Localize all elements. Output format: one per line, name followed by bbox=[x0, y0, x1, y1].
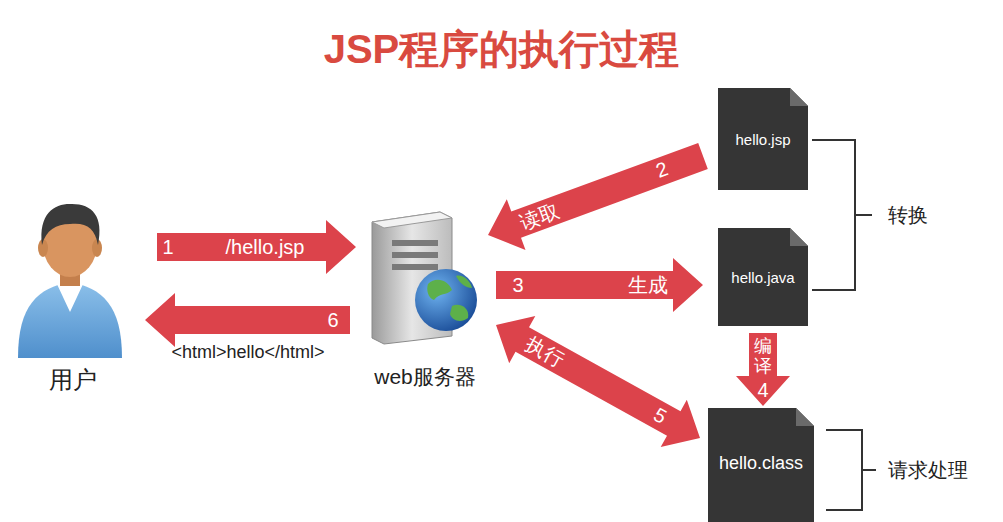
callout-number: 1 bbox=[162, 236, 173, 259]
document-node: hello.class bbox=[708, 408, 814, 522]
callout-number: 6 bbox=[327, 309, 338, 332]
actor-node: 用户 bbox=[15, 195, 130, 400]
edge-label: <html>hello</html> bbox=[171, 342, 324, 363]
bracket-label: 转换 bbox=[888, 202, 928, 229]
edge-label: /hello.jsp bbox=[226, 236, 305, 259]
node-label: hello.jsp bbox=[735, 131, 790, 148]
document-node: hello.java bbox=[718, 228, 808, 326]
bracket bbox=[826, 430, 876, 510]
callout-number: 3 bbox=[512, 274, 523, 297]
block-arrow bbox=[157, 220, 356, 274]
actor-node: web服务器 bbox=[355, 205, 495, 395]
document-body bbox=[708, 408, 814, 522]
document-fold bbox=[796, 408, 814, 426]
document-fold bbox=[790, 88, 808, 106]
document-body bbox=[718, 228, 808, 326]
document-body bbox=[718, 88, 808, 190]
bracket bbox=[812, 140, 872, 290]
server-icon bbox=[372, 212, 477, 344]
document-node: hello.jsp bbox=[718, 88, 808, 190]
edge-label: 编译 bbox=[754, 337, 772, 377]
edge-label: 生成 bbox=[628, 272, 668, 299]
node-label: web服务器 bbox=[374, 363, 476, 391]
user-icon bbox=[18, 204, 122, 358]
block-arrow bbox=[496, 258, 703, 312]
document-fold bbox=[790, 228, 808, 246]
block-arrow bbox=[145, 293, 350, 347]
callout-number: 4 bbox=[757, 379, 768, 402]
block-arrow bbox=[496, 316, 700, 447]
node-label: 用户 bbox=[49, 364, 97, 396]
bracket-label: 请求处理 bbox=[888, 457, 968, 484]
node-label: hello.java bbox=[731, 269, 794, 286]
diagram-title: JSP程序的执行过程 bbox=[0, 22, 1003, 77]
block-arrow bbox=[488, 143, 708, 250]
node-label: hello.class bbox=[719, 453, 803, 474]
edge-label: 读取 bbox=[517, 197, 564, 236]
block-arrow bbox=[736, 333, 790, 406]
